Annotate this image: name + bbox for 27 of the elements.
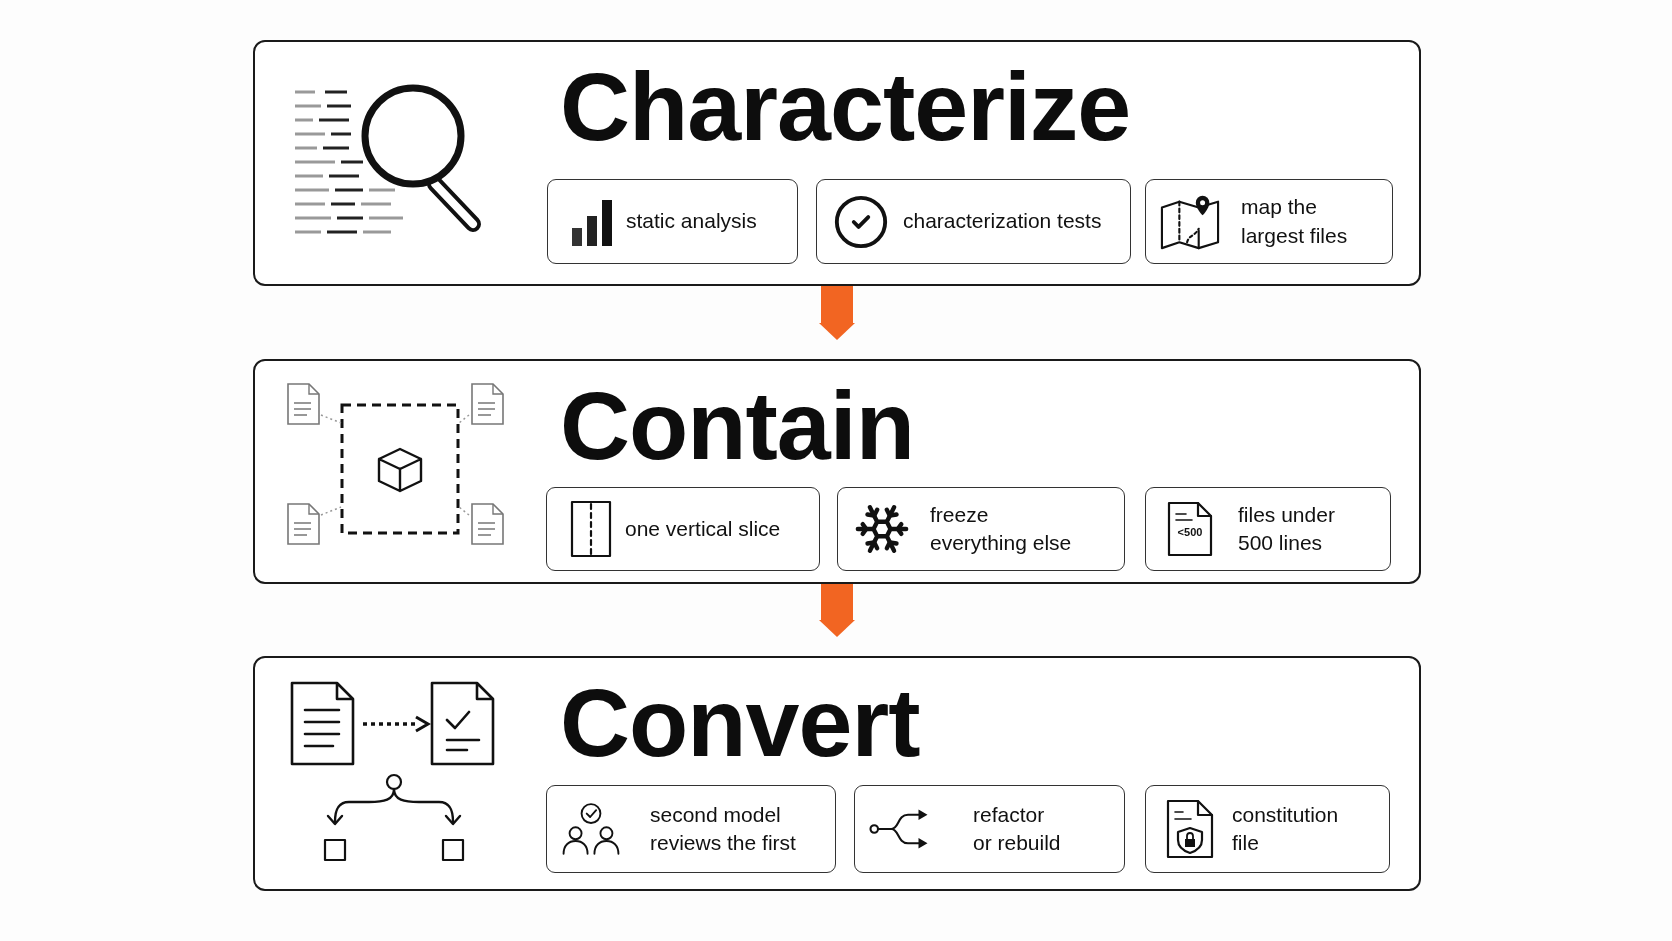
file-size-label: <500 bbox=[1177, 525, 1203, 538]
step-text: constitution file bbox=[1232, 801, 1340, 856]
step-card bbox=[546, 487, 820, 571]
step-card bbox=[1145, 487, 1391, 571]
step-card bbox=[854, 785, 1125, 873]
arrow bbox=[819, 286, 855, 341]
step-card bbox=[837, 487, 1125, 571]
stage-title: Contain bbox=[560, 375, 914, 477]
step-text: refactor or rebuild bbox=[973, 801, 1062, 856]
stage-panel bbox=[253, 359, 1421, 584]
step-text: second model reviews the first bbox=[650, 801, 797, 856]
stage-panel bbox=[253, 656, 1421, 891]
step-card bbox=[546, 785, 836, 873]
step-text: static analysis bbox=[626, 208, 758, 235]
stage-title: Characterize bbox=[560, 56, 1131, 158]
stage-title: Convert bbox=[560, 672, 920, 774]
step-text: characterization tests bbox=[903, 208, 1103, 235]
step-card bbox=[547, 179, 798, 264]
step-text: one vertical slice bbox=[625, 515, 782, 542]
step-card bbox=[1145, 179, 1393, 264]
step-card bbox=[816, 179, 1131, 264]
arrow bbox=[819, 584, 855, 638]
step-text: map the largest files bbox=[1241, 194, 1349, 249]
step-text: freeze everything else bbox=[930, 501, 1073, 556]
stage-panel bbox=[253, 40, 1421, 286]
step-card bbox=[1145, 785, 1390, 873]
step-text: files under 500 lines bbox=[1238, 501, 1336, 556]
